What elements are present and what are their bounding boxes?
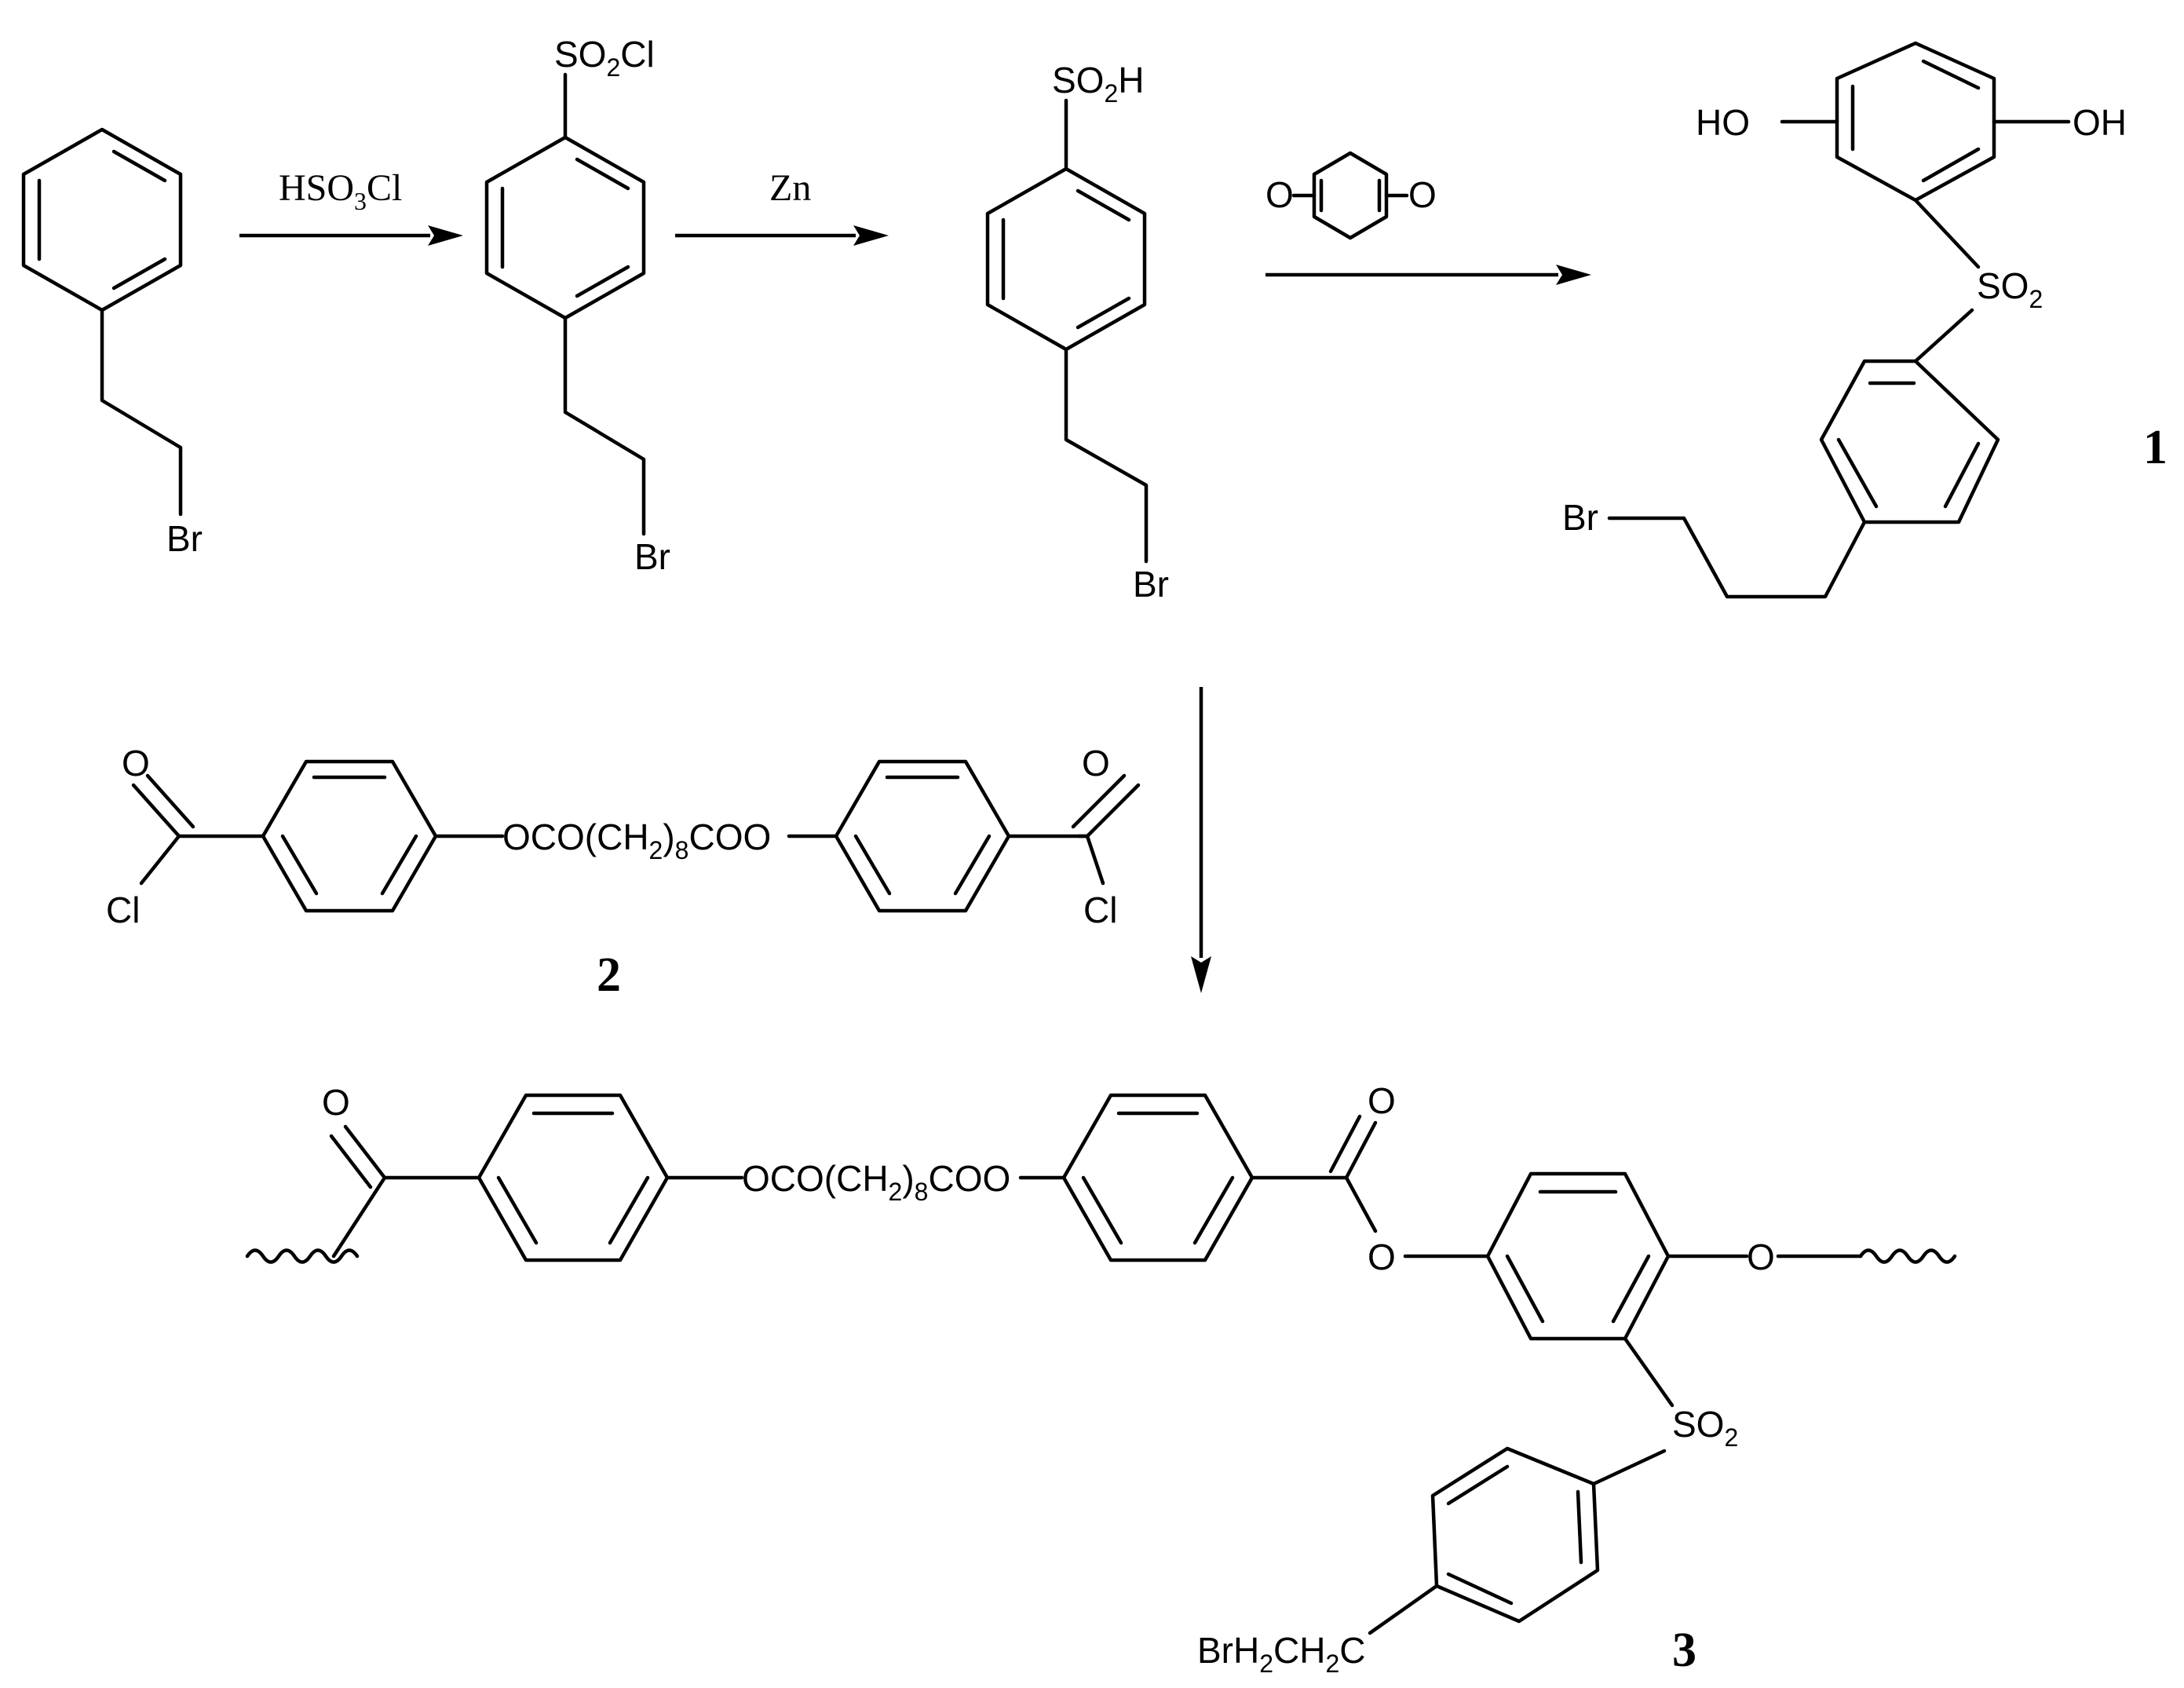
reagent-benzoquinone: O O — [1265, 151, 1437, 240]
compound-1-label: 1 — [2143, 421, 2168, 474]
diester-linker-label: OCO(CH2)8COO — [502, 817, 771, 864]
bromine-label: Br — [166, 518, 203, 559]
hydroxyl-label: HO — [1696, 102, 1750, 143]
bromoethyl-label: BrH2CH2C — [1197, 1630, 1366, 1678]
oxygen-label: O — [1368, 1080, 1396, 1121]
polymer-chain-end-right — [1858, 1248, 1957, 1264]
bromine-label: Br — [634, 536, 670, 577]
compound-2-structure: O Cl OCO(CH2)8COO O Cl 2 — [106, 743, 1141, 1002]
ester-oxygen-label: O — [1368, 1237, 1396, 1277]
chlorine-label: Cl — [106, 890, 140, 930]
sulfonyl-label: SO2 — [1672, 1404, 1738, 1452]
polymer-chain-end-left — [245, 1248, 360, 1264]
arrow-step-1: HSO3Cl — [239, 167, 463, 246]
bromine-label: Br — [1562, 497, 1598, 538]
intermediate-sulfonyl-chloride: SO2Cl Br — [484, 34, 670, 577]
hydroxyl-label: OH — [2073, 102, 2127, 143]
oxygen-label: O — [1408, 174, 1437, 215]
ether-oxygen-label: O — [1747, 1237, 1775, 1277]
reagent-zinc: Zn — [769, 167, 811, 209]
arrow-step-3 — [1265, 265, 1591, 285]
sulfonyl-chloride-label: SO2Cl — [554, 34, 655, 82]
chlorine-label: Cl — [1083, 890, 1117, 930]
oxygen-label: O — [1082, 743, 1110, 784]
oxygen-label: O — [322, 1082, 350, 1123]
bromine-label: Br — [1133, 564, 1169, 605]
oxygen-label: O — [1265, 174, 1294, 215]
sulfinic-acid-label: SO2H — [1052, 60, 1145, 108]
compound-1-structure: HO OH SO2 Br 1 — [1562, 41, 2168, 599]
arrow-step-4-polymerization — [1191, 687, 1211, 993]
sulfonyl-label: SO2 — [1977, 265, 2043, 313]
compound-3-structure: O OCO(CH2)8COO O O O SO2 — [245, 1080, 1957, 1678]
compound-2-label: 2 — [597, 948, 621, 1002]
reagent-chlorosulfonic-acid: HSO3Cl — [279, 167, 402, 215]
starting-material-bromoethylbenzene: Br — [21, 127, 203, 559]
intermediate-sulfinic-acid: SO2H Br — [985, 60, 1169, 605]
diester-linker-label: OCO(CH2)8COO — [742, 1158, 1010, 1206]
arrow-step-2: Zn — [675, 167, 889, 246]
compound-3-label: 3 — [1672, 1624, 1696, 1677]
oxygen-label: O — [122, 743, 150, 784]
